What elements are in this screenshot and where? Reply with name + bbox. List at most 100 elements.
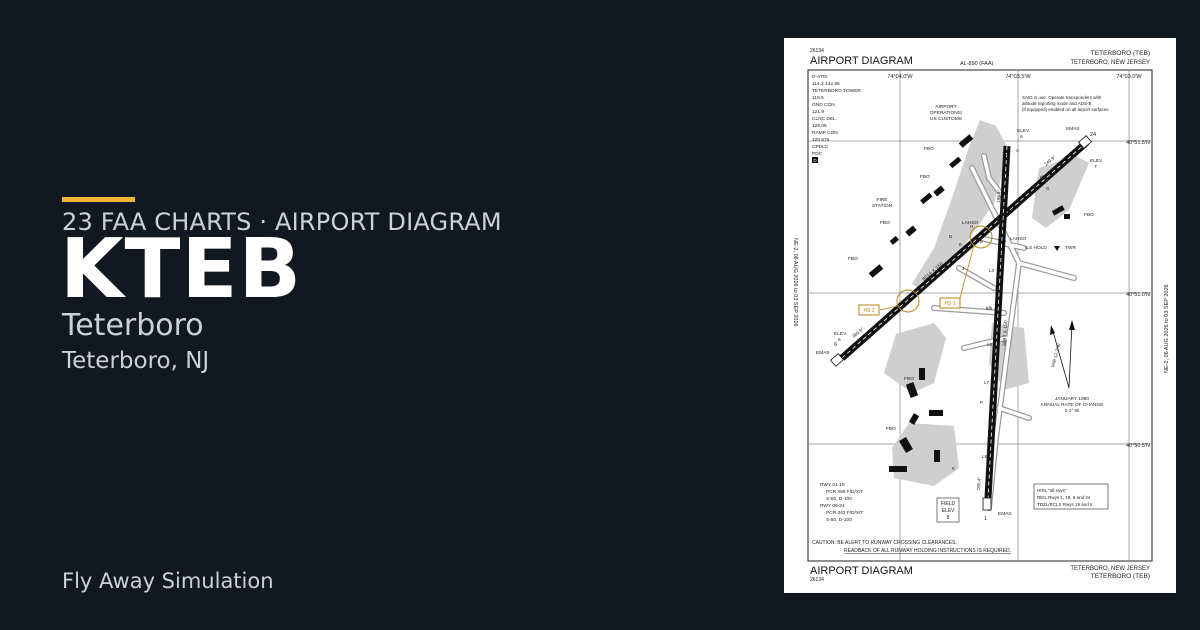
rwy-1-heading: 005.4°	[976, 477, 982, 491]
taxiway-label: H	[970, 224, 973, 229]
hotspot-hs2[interactable]: HS 2	[858, 289, 920, 316]
taxiway-label: L2	[1000, 250, 1006, 255]
strength-line: PCR 343 F/D/X/T	[826, 510, 863, 516]
ops-label-line: OPERATIONS/	[930, 110, 963, 116]
strength-line: PCR 459 F/D/X/T	[826, 489, 863, 495]
taxiway-label: L7	[984, 380, 990, 385]
ils-hold-label: ILS HOLD	[1025, 245, 1047, 251]
elev-label: ELEV	[1017, 128, 1030, 134]
runway-strength-block: RWY 01-19 PCR 459 F/D/X/T S-50, D-100 RW…	[820, 482, 863, 523]
taxiway-label: L5	[986, 305, 992, 310]
note-line: (if equipped) enabled on all airport sur…	[1022, 107, 1109, 112]
fbo-label: FBO	[920, 174, 930, 180]
magvar-label: VAR 12.7°W	[1050, 342, 1061, 368]
airport-location: Teterboro, NJ	[62, 348, 210, 374]
freq-line: CLNC DEL	[812, 116, 836, 122]
ops-label-line: US CUSTOMS	[930, 116, 962, 122]
field-elev-line: FIELD	[941, 501, 956, 507]
emas-rwy-1	[982, 497, 992, 511]
tower-label: TWR	[1065, 245, 1076, 251]
taxiway-label: B	[980, 239, 983, 244]
emas-rwy-6	[830, 353, 844, 367]
longitude-label-1: 74°04.0'W	[887, 74, 913, 80]
fbo-label: FBO	[848, 256, 858, 262]
emas-label: EMAS	[1066, 126, 1080, 132]
rwy-1-19-dimensions: 6997 X 150	[1002, 320, 1009, 346]
airport-name: Teterboro	[62, 308, 204, 343]
fbo-label: FBO	[924, 146, 934, 152]
taxiway-label: L1	[987, 494, 993, 499]
longitude-label-3: 74°03.0'W	[1116, 74, 1142, 80]
latitude-label-3: 40°50.5'N	[1126, 443, 1150, 449]
longitude-label-2: 74°03.5'W	[1005, 74, 1031, 80]
airport-label-top: TETERBORO (TEB)	[1091, 50, 1150, 57]
tower-icon	[1054, 246, 1060, 251]
freq-line: 128.05	[812, 123, 827, 129]
strength-line: RWY 06-24	[820, 503, 845, 509]
taxiway-label: E	[959, 242, 962, 247]
airport-diagram-chart[interactable]: 26134 AIRPORT DIAGRAM AL-890 (FAA) TETER…	[784, 38, 1176, 593]
taxiway-label: L8	[982, 454, 988, 459]
taxiway-label: A	[1016, 148, 1019, 153]
freq-line: 121.9	[812, 109, 824, 115]
validity-right: NE-2, 06 AUG 2026 to 03 SEP 2026	[1164, 284, 1170, 373]
taxiway-label: L	[999, 234, 1002, 239]
taxiway-label: G	[1046, 186, 1050, 191]
chart-number-top: 26134	[810, 48, 824, 54]
caution-line-1: CAUTION: BE ALERT TO RUNWAY CROSSING CLE…	[812, 540, 957, 546]
taxiway-label: L4	[987, 306, 993, 311]
rwy-19-heading: 185.4°	[996, 190, 1002, 204]
chart-number-bottom: 26134	[810, 577, 824, 583]
strength-line: RWY 01-19	[820, 482, 845, 488]
elev-value: 6	[1020, 134, 1023, 140]
freq-line: 119.5	[812, 95, 824, 101]
emas-label: EMAS	[998, 511, 1012, 517]
chart-title-bottom: AIRPORT DIAGRAM	[810, 565, 913, 577]
said-note: SAID in use. Operate transponders with a…	[1022, 95, 1109, 112]
lighting-line: HIRL "all rwys"	[1037, 488, 1067, 493]
field-elev-line: 8	[947, 515, 950, 521]
rwy-end-1: 1	[984, 516, 987, 522]
magnetic-variation-arrow	[1050, 320, 1075, 389]
lighting-box	[1033, 483, 1109, 510]
freq-line: 114.2 132.85	[812, 81, 840, 87]
hotspot-label-hs1: HS 1	[944, 301, 955, 307]
fire-label-line: STATION	[872, 203, 893, 209]
fbo-label: FBO	[904, 376, 914, 382]
emas-label: EMAS	[816, 350, 830, 356]
validity-left: NE-2, 06 AUG 2026 to 03 SEP 2026	[792, 238, 798, 327]
rwy-end-24: 24	[1090, 132, 1096, 138]
note-line: SAID in use. Operate transponders with	[1022, 95, 1102, 100]
magvar-note-line: JANUARY 1980	[1055, 396, 1090, 402]
emas-rwy-24	[1078, 135, 1092, 149]
taxiway-labels: A B D E F G H J K L L1 L2 L3 L4 L5 L6 L7…	[949, 148, 1050, 499]
magvar-note-line: ANNUAL RATE OF CHANGE	[1041, 402, 1104, 408]
city-bottom: TETERBORO, NEW JERSEY	[1070, 566, 1150, 572]
elev-label: ELEV	[834, 331, 847, 337]
runway-1-19[interactable]	[984, 145, 1011, 499]
ops-label-line: AIRPORT	[935, 104, 956, 110]
rwy-end-6: 6	[834, 342, 837, 348]
airport-label-bottom: TETERBORO (TEB)	[1091, 573, 1150, 580]
lahso-label: LAHSO	[962, 220, 979, 226]
taxiway-label: L3	[989, 268, 995, 273]
freq-line: D-ATIS	[812, 74, 827, 80]
fbo-label: FBO	[880, 220, 890, 226]
hotspot-hs1[interactable]: HS 1	[939, 225, 993, 309]
frequency-list: D-ATIS 114.2 132.85 TETERBORO TOWER 119.…	[812, 74, 861, 157]
airport-ident: KTEB	[60, 222, 302, 317]
chart-title-top: AIRPORT DIAGRAM	[810, 55, 913, 67]
freq-line: TETERBORO TOWER	[812, 88, 861, 94]
airport-diagram-svg: 26134 AIRPORT DIAGRAM AL-890 (FAA) TETER…	[792, 48, 1170, 583]
magvar-note: JANUARY 1980 ANNUAL RATE OF CHANGE 0.1° …	[1041, 396, 1104, 414]
lighting-line: TDZL/RCLS Rwys 19 and 6	[1037, 502, 1093, 507]
chart-agency: AL-890 (FAA)	[960, 61, 993, 67]
lahso-label: LAHSO	[1010, 236, 1027, 242]
elev-value: 7	[1094, 164, 1097, 170]
runway-6-24[interactable]	[839, 139, 1090, 361]
strength-line: S-50, D-100	[826, 517, 852, 523]
magvar-note-line: 0.1° W	[1065, 408, 1080, 414]
accent-bar	[62, 197, 135, 202]
elev-label: ELEV	[1090, 158, 1103, 164]
latitude-label-1: 40°51.5'N	[1126, 140, 1150, 146]
